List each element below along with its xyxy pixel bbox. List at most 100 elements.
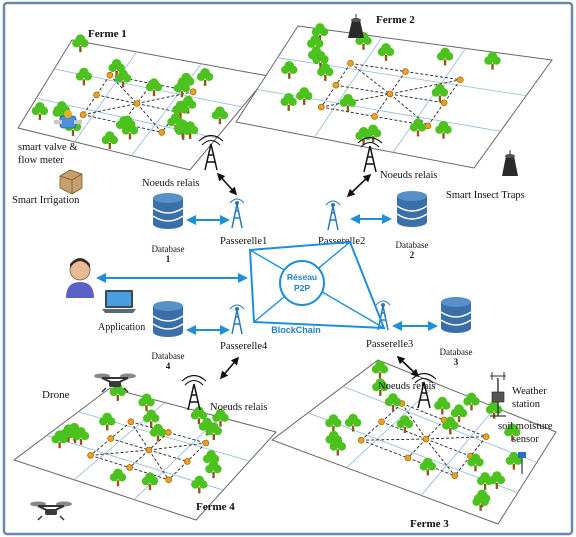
tree-icon	[75, 67, 93, 86]
tree-icon	[372, 378, 389, 396]
tree-icon	[172, 100, 189, 119]
smart-irrigation-label: Smart Irrigation	[12, 195, 80, 206]
arrow-relay2-gateway2	[346, 173, 372, 198]
farm-label-2: Ferme 2	[376, 14, 415, 26]
tree-icon	[307, 34, 324, 53]
gateway-antenna-icon	[229, 198, 245, 229]
database-icon	[152, 301, 184, 337]
irrigation-box-icon	[59, 169, 83, 195]
gateway-label-3: Passerelle3	[366, 339, 413, 350]
arrow-relay3-gateway3	[396, 355, 420, 378]
relay-tower-icon	[357, 136, 383, 173]
database-label-1: Database	[152, 244, 185, 254]
database-label-4: Database	[152, 351, 185, 361]
tree-icon	[72, 427, 90, 445]
soil-sensor-icon	[518, 452, 526, 474]
relay-label-3: Noeuds relais	[378, 381, 435, 392]
smart-valve-label-line1: smart valve &	[18, 142, 77, 153]
arrow-relay4-gateway4	[219, 356, 240, 380]
tree-icon	[371, 360, 389, 379]
drone-label: Drone	[42, 389, 70, 401]
farm-plane-2	[235, 25, 553, 169]
relay-label-1: Noeuds relais	[142, 178, 199, 189]
database-icon	[152, 193, 184, 229]
tree-icon	[409, 118, 427, 137]
database-label-3: Database	[440, 347, 473, 357]
insect-traps-label: Smart Insect Traps	[446, 190, 525, 201]
gateway-label-2: Passerelle2	[318, 236, 365, 247]
tree-icon	[396, 415, 414, 433]
soil-label-line2: sensor	[512, 434, 539, 445]
tree-icon	[312, 50, 329, 69]
tree-icon	[377, 43, 395, 61]
relay-tower-icon	[411, 372, 437, 409]
farm-label-1: Ferme 1	[88, 28, 127, 40]
database-icon	[440, 297, 472, 333]
tree-icon	[173, 79, 191, 98]
tree-icon	[484, 51, 501, 70]
tree-icon	[472, 493, 489, 511]
database-icon	[396, 191, 428, 227]
weather-label-line2: station	[512, 399, 541, 410]
tree-icon	[141, 472, 159, 491]
weather-label-line1: Weather	[512, 386, 547, 397]
farm-label-4: Ferme 4	[196, 501, 235, 513]
tree-icon	[205, 460, 222, 478]
tree-icon	[99, 412, 116, 431]
tree-icon	[325, 414, 342, 432]
tree-icon	[431, 83, 449, 102]
arrow-relay1-gateway1	[216, 172, 238, 196]
tree-icon	[463, 392, 480, 411]
tree-icon	[450, 404, 468, 423]
tree-icon	[505, 451, 523, 470]
weather-station-icon	[490, 372, 506, 417]
tree-icon	[191, 475, 208, 494]
smart-valve-label-line2: flow meter	[18, 155, 64, 166]
insect-trap-icon	[502, 150, 518, 176]
insect-trap-icon	[348, 14, 364, 38]
tree-icon	[419, 457, 436, 476]
database-number-4: 4	[166, 361, 171, 371]
tree-icon	[114, 69, 132, 88]
database-number-1: 1	[166, 254, 171, 264]
valve-icon	[54, 110, 82, 129]
tree-icon	[344, 413, 362, 432]
tree-icon	[436, 47, 454, 66]
tree-icon	[175, 122, 192, 140]
tree-icon	[212, 408, 229, 427]
tree-icon	[72, 34, 89, 53]
tree-icon	[435, 120, 452, 139]
tree-icon	[149, 423, 167, 442]
tree-icon	[190, 406, 208, 425]
tree-icon	[384, 393, 402, 411]
database-number-3: 3	[454, 357, 459, 367]
gateway-label-1: Passerelle1	[220, 236, 267, 247]
p2p-label-line1: Réseau	[287, 272, 317, 282]
tree-icon	[296, 87, 313, 105]
blockchain-label: BlockChain	[271, 325, 321, 335]
relay-label-4: Noeuds relais	[210, 402, 267, 413]
drone-icon	[94, 373, 136, 393]
gateway-antenna-icon	[325, 200, 341, 231]
user-icon	[66, 258, 94, 298]
relay-tower-icon	[198, 134, 224, 171]
tree-icon	[317, 63, 334, 81]
tree-icon	[51, 430, 68, 449]
tree-icon	[434, 396, 451, 415]
tree-icon	[121, 121, 139, 140]
laptop-icon	[102, 290, 136, 313]
tree-icon	[101, 131, 118, 149]
database-layer	[152, 191, 472, 337]
soil-label-line1: soil moisture	[498, 421, 553, 432]
farm-label-3: Ferme 3	[410, 518, 449, 530]
application-label: Application	[98, 322, 145, 333]
tree-icon	[329, 437, 346, 456]
tree-icon	[504, 423, 521, 442]
p2p-network	[248, 240, 386, 330]
drone-icon	[30, 501, 72, 521]
database-number-2: 2	[410, 250, 415, 260]
database-label-2: Database	[396, 240, 429, 250]
